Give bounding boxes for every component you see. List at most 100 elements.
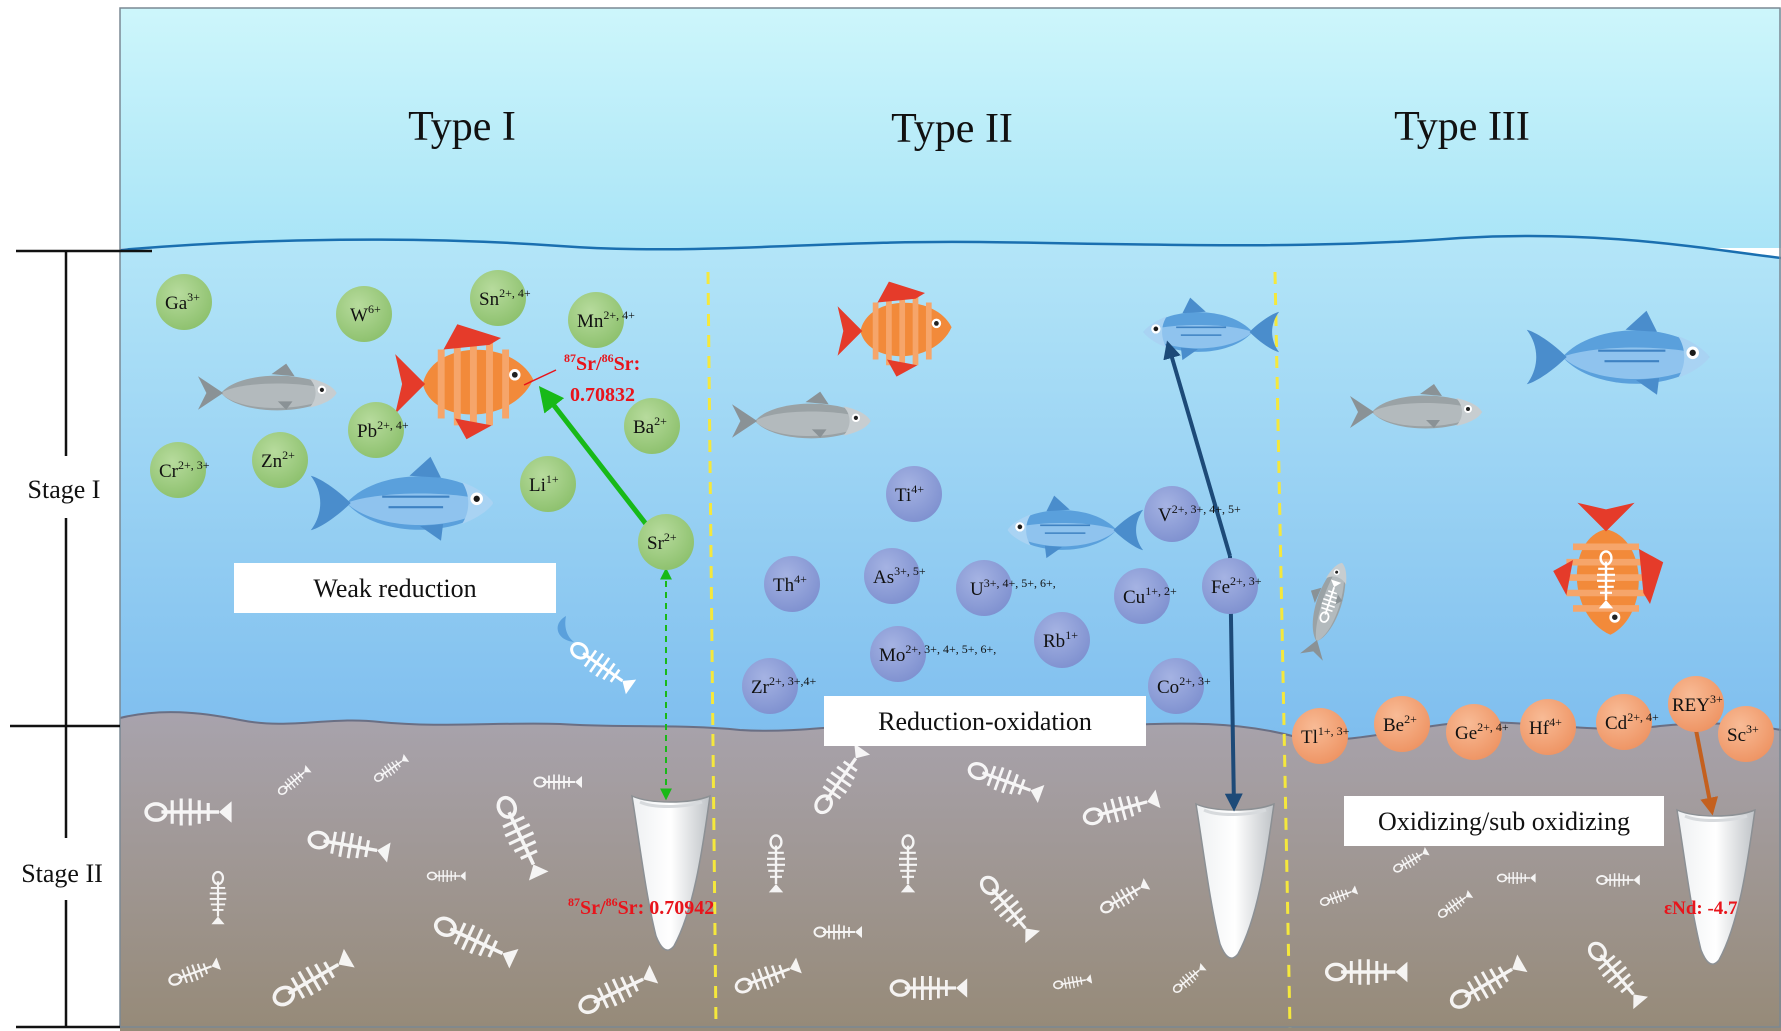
ion-circle	[520, 456, 576, 512]
ion-circle	[1202, 558, 1258, 614]
ion-ge: Ge2+, 4+	[1446, 704, 1509, 760]
type-dividers	[706, 271, 1292, 1029]
ion-circle	[764, 556, 820, 612]
ion-circle	[348, 402, 404, 458]
type-title-2: Type II	[891, 106, 1013, 152]
sr-sup-86: 86	[602, 351, 614, 365]
ion-fe: Fe2+, 3+	[1202, 558, 1262, 614]
ion-circle	[638, 514, 694, 570]
ion-label: Mo2+, 3+, 4+, 5+, 6+,	[879, 642, 996, 666]
svg-text:87Sr/86Sr:: 87Sr/86Sr:	[564, 351, 640, 375]
ion-th: Th4+	[764, 556, 820, 612]
ion-be: Be2+	[1374, 696, 1430, 752]
ion-label: Th4+	[773, 572, 807, 596]
ion-tl: Tl1+, 3+	[1292, 708, 1350, 764]
ion-circle	[156, 274, 212, 330]
ion-label: Cu1+, 2+	[1123, 584, 1177, 608]
water-body	[120, 236, 1781, 760]
divider-2	[1273, 271, 1292, 1029]
ion-ba: Ba2+	[624, 398, 680, 454]
ion-bubbles: Ga3+ W6+ Sn2+, 4+ Mn2+, 4+ Pb2+, 4+ Ba2+ Cr2+,…	[150, 270, 1774, 764]
ion-label: Ba2+	[633, 414, 667, 438]
ion-label: Li1+	[529, 472, 559, 496]
ion-circle	[252, 432, 308, 488]
ion-label: Zn2+	[261, 448, 295, 472]
ion-label: Zr2+, 3+,4+	[751, 674, 816, 698]
ion-label: Cr2+, 3+	[159, 458, 210, 482]
ion-label: REY3+	[1672, 692, 1723, 716]
condition-reduction-oxidation: Reduction-oxidation	[824, 696, 1146, 746]
flow-arrows	[523, 340, 1719, 816]
ion-circle	[1374, 696, 1430, 752]
ion-circle	[870, 626, 926, 682]
stage-label-1: Stage I	[28, 475, 101, 504]
ion-circle	[1292, 708, 1348, 764]
ion-rey: REY3+	[1668, 676, 1724, 732]
ion-circle	[742, 658, 798, 714]
wave-line	[119, 234, 1781, 260]
ion-zr: Zr2+, 3+,4+	[742, 658, 816, 714]
ion-circle	[150, 442, 206, 498]
nd-tooth-label: εNd: -4.7	[1664, 898, 1738, 919]
arrow-fe-to-fish	[1163, 340, 1232, 557]
ion-label: Sn2+, 4+	[479, 286, 531, 310]
ion-hf: Hf4+	[1520, 699, 1576, 755]
ion-label: Hf4+	[1529, 715, 1562, 739]
ion-mn: Mn2+, 4+	[568, 292, 635, 348]
ion-label: As3+, 5+	[873, 564, 926, 588]
ion-circle	[1596, 694, 1652, 750]
atmosphere	[120, 8, 1781, 248]
ion-label: V2+, 3+, 4+, 5+	[1158, 502, 1241, 526]
ion-w: W6+	[336, 286, 392, 342]
ion-ti: Ti4+	[886, 466, 942, 522]
ion-circle	[1446, 704, 1502, 760]
ion-circle	[1520, 699, 1576, 755]
ion-circle	[624, 398, 680, 454]
sr-tooth-label: 87Sr/86Sr: 0.70942	[568, 895, 714, 919]
ion-v: V2+, 3+, 4+, 5+	[1144, 486, 1241, 542]
svg-text:Oxidizing/sub oxidizing: Oxidizing/sub oxidizing	[1378, 807, 1630, 836]
ion-label: Pb2+, 4+	[357, 418, 409, 442]
ion-label: Sc3+	[1727, 722, 1759, 746]
ion-cd: Cd2+, 4+	[1596, 694, 1659, 750]
ion-circle	[1034, 612, 1090, 668]
ion-sc: Sc3+	[1718, 706, 1774, 762]
ion-label: Co2+, 3+	[1157, 674, 1211, 698]
ion-cr: Cr2+, 3+	[150, 442, 210, 498]
ion-circle	[1114, 568, 1170, 624]
ion-u: U3+, 4+, 5+, 6+,	[956, 560, 1056, 616]
ion-label: Ge2+, 4+	[1455, 720, 1509, 744]
ion-li: Li1+	[520, 456, 576, 512]
ion-cu: Cu1+, 2+	[1114, 568, 1177, 624]
ion-circle	[1148, 658, 1204, 714]
svg-text:Reduction-oxidation: Reduction-oxidation	[878, 707, 1092, 736]
ion-circle	[568, 292, 624, 348]
condition-oxidizing: Oxidizing/sub oxidizing	[1344, 796, 1664, 846]
pointer-fish-label	[523, 369, 557, 386]
ion-label: Mn2+, 4+	[577, 308, 635, 332]
sediment	[120, 712, 1781, 1031]
svg-text:87Sr/86Sr: 0.70942: 87Sr/86Sr: 0.70942	[568, 895, 714, 919]
ion-label: Ti4+	[895, 482, 924, 506]
ion-circle	[864, 548, 920, 604]
type-title-1: Type I	[408, 104, 516, 150]
ion-circle	[1144, 486, 1200, 542]
ion-label: Sr2+	[647, 530, 677, 554]
stage-axis: Stage I Stage II	[10, 249, 152, 1029]
ion-ga: Ga3+	[156, 274, 212, 330]
ion-circle	[886, 466, 942, 522]
ion-mo: Mo2+, 3+, 4+, 5+, 6+,	[870, 626, 996, 682]
ion-circle	[956, 560, 1012, 616]
diagram-frame	[119, 7, 1781, 1028]
sr-fish-value: 0.70832	[570, 384, 635, 406]
ion-sn: Sn2+, 4+	[470, 270, 531, 326]
ion-sr: Sr2+	[638, 514, 694, 570]
sr-fish-label: 87Sr/86Sr: 0.70832	[564, 351, 640, 406]
svg-text:Weak reduction: Weak reduction	[313, 574, 476, 603]
ion-as: As3+, 5+	[864, 548, 926, 604]
ion-rb: Rb1+	[1034, 612, 1090, 668]
ion-co: Co2+, 3+	[1148, 658, 1211, 714]
ion-pb: Pb2+, 4+	[348, 402, 409, 458]
ion-label: Ga3+	[165, 290, 200, 314]
condition-weak-reduction: Weak reduction	[234, 563, 556, 613]
